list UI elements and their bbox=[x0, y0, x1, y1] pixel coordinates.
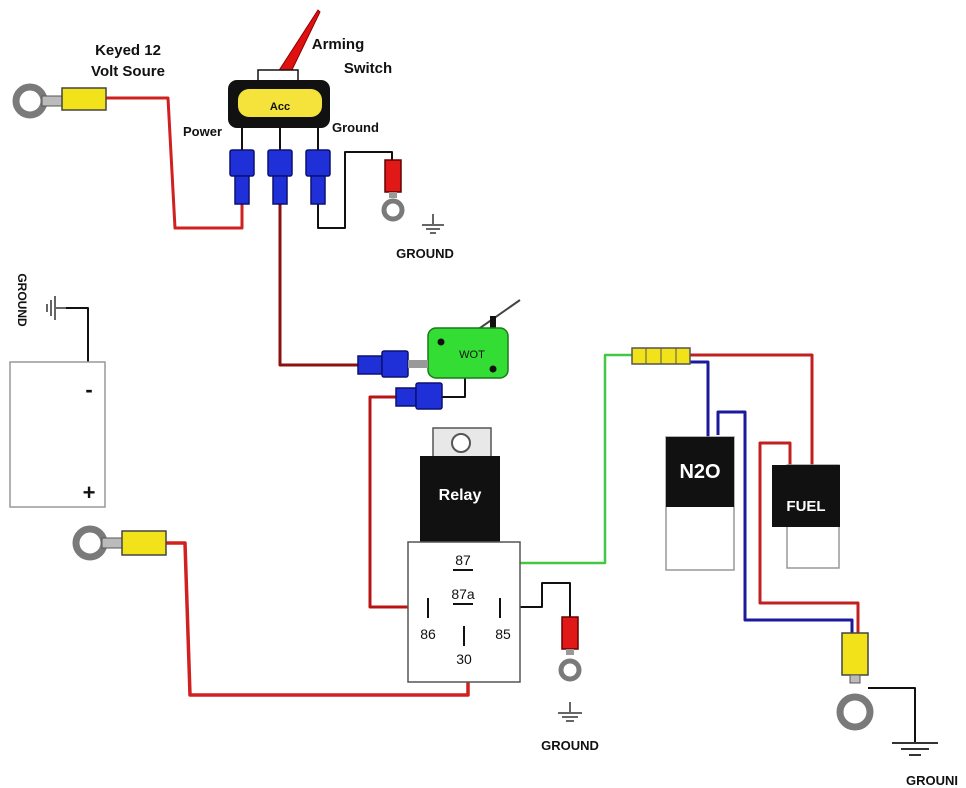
power-label: Power bbox=[183, 124, 222, 139]
wire-wot-link bbox=[440, 378, 466, 398]
relay-label: Relay bbox=[439, 487, 482, 504]
wire-switch-to-wot bbox=[278, 203, 360, 367]
n2o-solenoid bbox=[665, 436, 735, 571]
wires bbox=[66, 96, 916, 742]
ground-symbol-relay bbox=[558, 702, 582, 722]
wire-keyed-to-power bbox=[105, 96, 244, 230]
battery-plus: + bbox=[83, 480, 96, 505]
relay-ground-terminal bbox=[558, 616, 582, 682]
ground-label-battery: GROUND bbox=[15, 273, 29, 327]
battery-minus: - bbox=[85, 377, 92, 402]
n2o-coil bbox=[666, 437, 734, 507]
wot-body bbox=[427, 327, 509, 379]
relay-body bbox=[420, 456, 500, 542]
fuel-label: FUEL bbox=[786, 498, 825, 515]
wire-87-green bbox=[478, 353, 632, 565]
wire-right-ground bbox=[868, 687, 916, 742]
wot-connector-1 bbox=[357, 350, 428, 378]
keyed-source-terminal bbox=[12, 83, 107, 119]
arming-switch bbox=[228, 9, 330, 150]
wire-fuel-ground bbox=[758, 441, 860, 635]
arming-switch-label-line2: Switch bbox=[344, 60, 392, 77]
wire-splice-to-fuel bbox=[690, 353, 814, 465]
wire-wot-to-86 bbox=[368, 395, 420, 609]
wire-85-to-ground bbox=[510, 582, 571, 620]
fuel-coil bbox=[772, 465, 840, 527]
relay-base bbox=[407, 541, 521, 683]
relay bbox=[407, 427, 521, 683]
switch-face-label: Acc bbox=[270, 101, 290, 113]
ground-label-top: GROUND bbox=[396, 246, 454, 261]
connector-power bbox=[229, 149, 255, 205]
source-label-line2: Volt Soure bbox=[91, 63, 165, 80]
pin-85-label: 85 bbox=[495, 626, 511, 642]
switch-connectors bbox=[229, 149, 331, 205]
battery bbox=[9, 361, 106, 508]
connector-ground bbox=[305, 149, 331, 205]
ground-symbol-right bbox=[892, 742, 938, 756]
pin-87-label: 87 bbox=[455, 552, 471, 568]
pin-30-label: 30 bbox=[456, 651, 472, 667]
ground-symbol-battery bbox=[46, 296, 66, 320]
connector-acc bbox=[267, 149, 293, 205]
wire-switch-ground bbox=[317, 151, 393, 229]
wire-n2o-ground bbox=[716, 410, 854, 635]
wire-splice-to-n2o bbox=[690, 360, 710, 437]
pin-86-label: 86 bbox=[420, 626, 436, 642]
source-label-line1: Keyed 12 bbox=[95, 42, 161, 59]
fuel-solenoid bbox=[772, 464, 840, 569]
pin-87a-label: 87a bbox=[451, 586, 475, 602]
arming-switch-label-line1: Arming bbox=[312, 36, 365, 53]
battery-positive-terminal bbox=[72, 525, 167, 561]
wire-battery-ground bbox=[66, 307, 89, 362]
splice-connector bbox=[631, 347, 691, 365]
ground-label-relay: GROUND bbox=[541, 738, 599, 753]
switch-ground-terminal bbox=[381, 159, 405, 222]
right-ground-terminal bbox=[836, 632, 874, 731]
ground-label-right: GROUNI bbox=[906, 773, 958, 788]
wot-label: WOT bbox=[459, 349, 485, 361]
wire-battery-to-30 bbox=[165, 541, 470, 697]
wot-switch bbox=[427, 299, 521, 379]
switch-ground-label: Ground bbox=[332, 120, 379, 135]
wot-connector-2 bbox=[395, 382, 443, 410]
ground-symbol-top bbox=[422, 214, 444, 234]
n2o-label: N2O bbox=[679, 461, 720, 483]
